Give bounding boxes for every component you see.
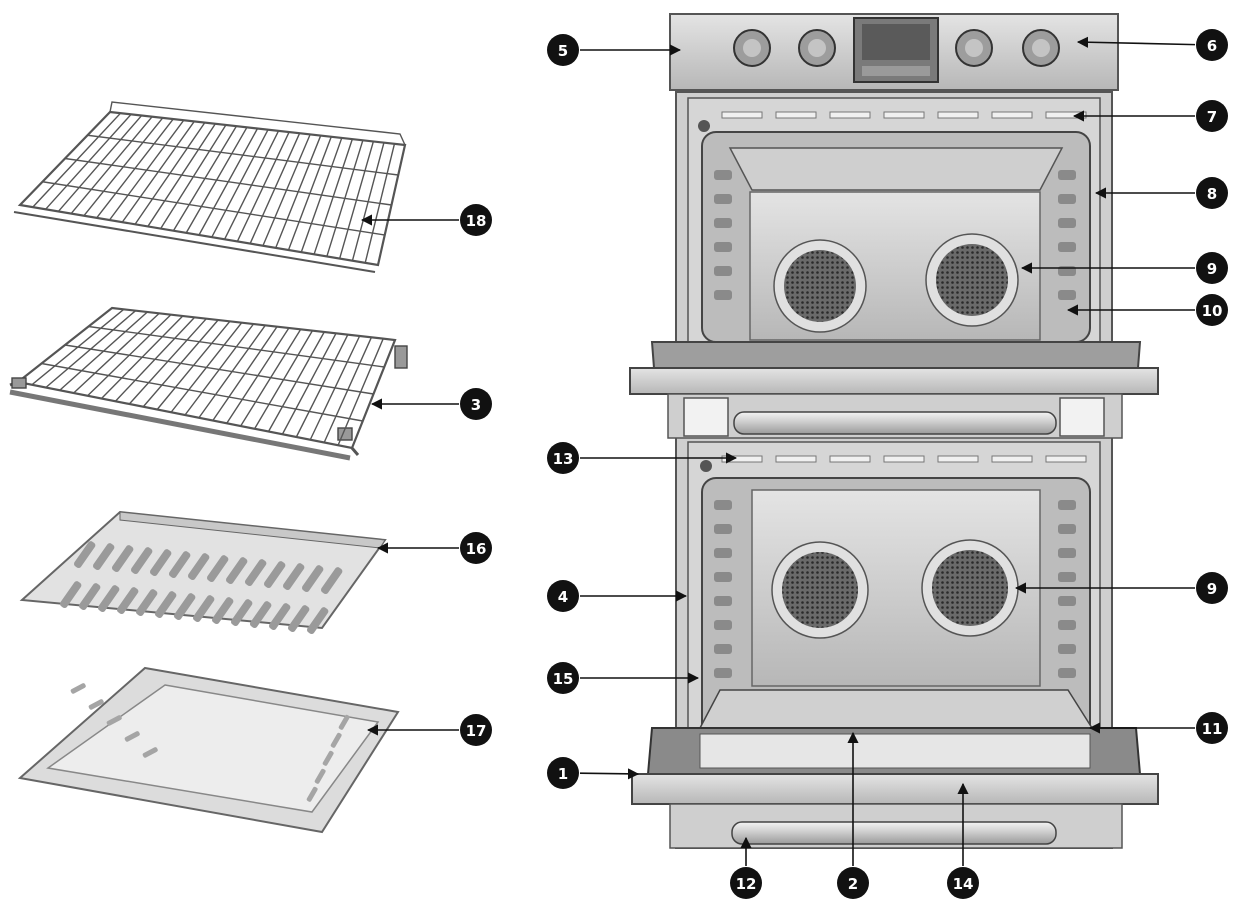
callout-marker [547,442,579,474]
callout-label: 11 [1202,720,1223,738]
callout-1: 1 [547,757,579,789]
callout-3: 3 [460,388,492,420]
callout-marker [1196,177,1228,209]
callout-marker [1196,294,1228,326]
callout-label: 7 [1207,108,1217,126]
callout-4: 4 [547,580,579,612]
callout-marker [547,662,579,694]
callout-marker [460,388,492,420]
callout-label: 1 [558,765,568,783]
display-screen [853,17,939,83]
callout-label: 5 [558,42,568,60]
control-knobs [733,29,1060,67]
callout-label: 16 [466,540,487,558]
callout-14: 14 [947,867,979,899]
callout-marker [460,204,492,236]
callout-7: 7 [1196,100,1228,132]
callout-label: 9 [1207,580,1217,598]
callout-label: 6 [1207,37,1217,55]
double-wall-oven [629,13,1159,849]
callout-15: 15 [547,662,579,694]
callout-18: 18 [460,204,492,236]
callout-12: 12 [730,867,762,899]
callout-label: 17 [466,722,487,740]
callout-13: 13 [547,442,579,474]
baking-tray [17,666,400,834]
callout-10: 10 [1196,294,1228,326]
callout-2: 2 [837,867,869,899]
callout-marker [730,867,762,899]
callout-label: 18 [466,212,487,230]
callout-marker [547,757,579,789]
callout-label: 15 [553,670,574,688]
callout-marker [947,867,979,899]
callout-label: 14 [953,875,974,893]
callout-marker [1196,572,1228,604]
callout-marker [837,867,869,899]
callout-9a: 9 [1196,252,1228,284]
leader-line [579,768,640,780]
callout-label: 12 [736,875,757,893]
callout-marker [1196,252,1228,284]
callout-marker [547,34,579,66]
callout-marker [460,714,492,746]
callout-8: 8 [1196,177,1228,209]
callout-9b: 9 [1196,572,1228,604]
callout-6: 6 [1196,29,1228,61]
callout-label: 3 [471,396,481,414]
callout-marker [1196,100,1228,132]
callout-label: 10 [1202,302,1223,320]
callout-label: 9 [1207,260,1217,278]
telescopic-rack [9,306,408,461]
callout-16: 16 [460,532,492,564]
leader-line [1076,36,1196,48]
leader-lines [360,36,1196,866]
callout-label: 13 [553,450,574,468]
broil-pan [19,510,387,634]
callout-marker [1196,712,1228,744]
callout-17: 17 [460,714,492,746]
callout-label: 8 [1207,185,1217,203]
callout-label: 4 [558,588,568,606]
callout-5: 5 [547,34,579,66]
callout-marker [547,580,579,612]
callout-marker [1196,29,1228,61]
callout-label: 2 [848,875,858,893]
wire-rack [13,101,407,273]
callout-marker [460,532,492,564]
callout-11: 11 [1196,712,1228,744]
